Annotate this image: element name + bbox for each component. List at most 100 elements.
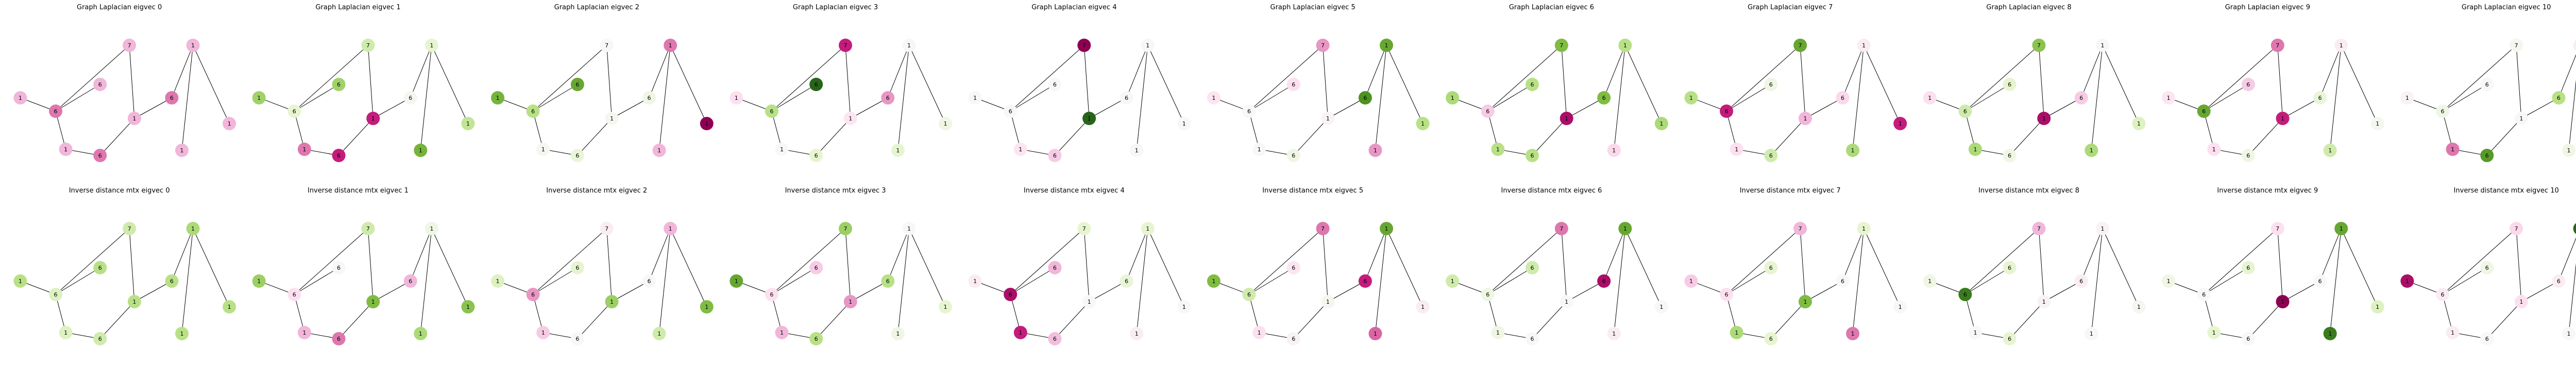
graph-edge [2038, 45, 2044, 119]
graph-edge [1726, 228, 1801, 295]
node-label: 1 [2405, 95, 2409, 101]
node-label: 1 [2376, 304, 2379, 310]
node-label: 6 [170, 278, 174, 285]
node-label: 6 [1769, 81, 1773, 88]
graph-edge [2442, 84, 2487, 112]
node-label: 1 [735, 278, 738, 285]
node-label: 1 [1928, 95, 1931, 101]
node-label: 1 [2090, 330, 2093, 337]
graph-edge [1532, 301, 1567, 339]
graph-edge [294, 228, 368, 295]
graph-edge [2277, 228, 2283, 302]
graph-node [1321, 112, 1335, 125]
graph-edge [2248, 118, 2283, 156]
graph-node [1560, 295, 1573, 308]
graph-edge [1726, 267, 1771, 295]
graph-edge [845, 228, 851, 302]
graph-node [1316, 222, 1330, 235]
graph-node [968, 274, 982, 288]
graph-node [2552, 91, 2566, 104]
node-label: 6 [1769, 152, 1773, 159]
graph-node [730, 274, 743, 288]
graph-node [2132, 117, 2146, 130]
node-label: 1 [2137, 304, 2141, 310]
node-label: 1 [705, 304, 708, 310]
graph-edge [2568, 79, 2576, 151]
graph-node [59, 143, 73, 156]
graph-edge [134, 281, 172, 302]
node-label: 1 [1659, 120, 1663, 127]
graph-edge [2486, 301, 2522, 339]
panel-title: Graph Laplacian eigvec 5 [1270, 4, 1355, 11]
graph-node [1177, 117, 1191, 130]
node-label: 1 [896, 330, 900, 337]
node-label: 7 [128, 225, 131, 232]
graph-edge [2521, 97, 2559, 119]
graph-edge [2282, 97, 2320, 119]
graph-node [526, 288, 540, 301]
graph-edge [1089, 281, 1127, 302]
node-label: 1 [1088, 299, 1091, 305]
node-label: 6 [1363, 278, 1367, 285]
graph-node [1618, 222, 1632, 235]
node-label: 1 [132, 115, 136, 122]
node-label: 1 [541, 146, 545, 153]
graph-edge [294, 45, 368, 112]
panel-title: Inverse distance mtx eigvec 5 [1262, 187, 1363, 195]
graph-node [2313, 91, 2327, 104]
node-label: 7 [1082, 225, 1086, 232]
graph-edge [2102, 45, 2139, 124]
graph-node [1242, 288, 1256, 301]
graph-node [1836, 274, 1850, 288]
node-label: 6 [2202, 108, 2206, 115]
node-label: 6 [2318, 95, 2322, 101]
node-label: 1 [1374, 147, 1377, 154]
node-label: 6 [1725, 291, 1728, 298]
graph-node [425, 222, 438, 235]
node-label: 1 [132, 299, 136, 305]
graph-node [1607, 144, 1621, 157]
node-label: 6 [1363, 95, 1367, 101]
graph-node [165, 274, 179, 288]
graph-node [891, 144, 905, 157]
graph-node [1793, 39, 1807, 52]
graph-edge [1126, 228, 1148, 282]
graph-node [2003, 149, 2016, 162]
graph-node [2003, 261, 2016, 274]
graph-node [642, 91, 656, 104]
graph-edge [533, 45, 607, 112]
panel-title: Inverse distance mtx eigvec 9 [2217, 187, 2318, 195]
node-label: 1 [1258, 146, 1261, 153]
graph-node [1013, 143, 1027, 156]
graph-edge [1614, 228, 1625, 334]
graph-node [664, 39, 677, 52]
graph-edge [850, 97, 888, 119]
node-label: 6 [648, 278, 651, 285]
node-label: 1 [191, 42, 195, 49]
graph-edge [2009, 118, 2044, 156]
node-label: 1 [2519, 115, 2523, 122]
graph-node [2276, 295, 2290, 308]
node-label: 1 [2137, 120, 2141, 127]
graph-edge [1386, 228, 1423, 307]
node-label: 1 [228, 304, 231, 310]
graph-edge [1136, 228, 1148, 334]
graph-node [2400, 91, 2414, 104]
node-label: 1 [669, 225, 672, 232]
graph-node [2370, 117, 2384, 130]
node-label: 6 [770, 108, 773, 115]
node-label: 1 [191, 225, 195, 232]
graph-node [361, 39, 375, 52]
node-label: 6 [1292, 336, 1295, 342]
graph-edge [1487, 267, 1533, 295]
node-label: 7 [2276, 42, 2279, 49]
node-label: 1 [2519, 299, 2523, 305]
graph-edge [1055, 118, 1090, 156]
node-label: 1 [64, 146, 67, 153]
node-label: 6 [2246, 336, 2250, 342]
node-label: 6 [2202, 291, 2206, 298]
